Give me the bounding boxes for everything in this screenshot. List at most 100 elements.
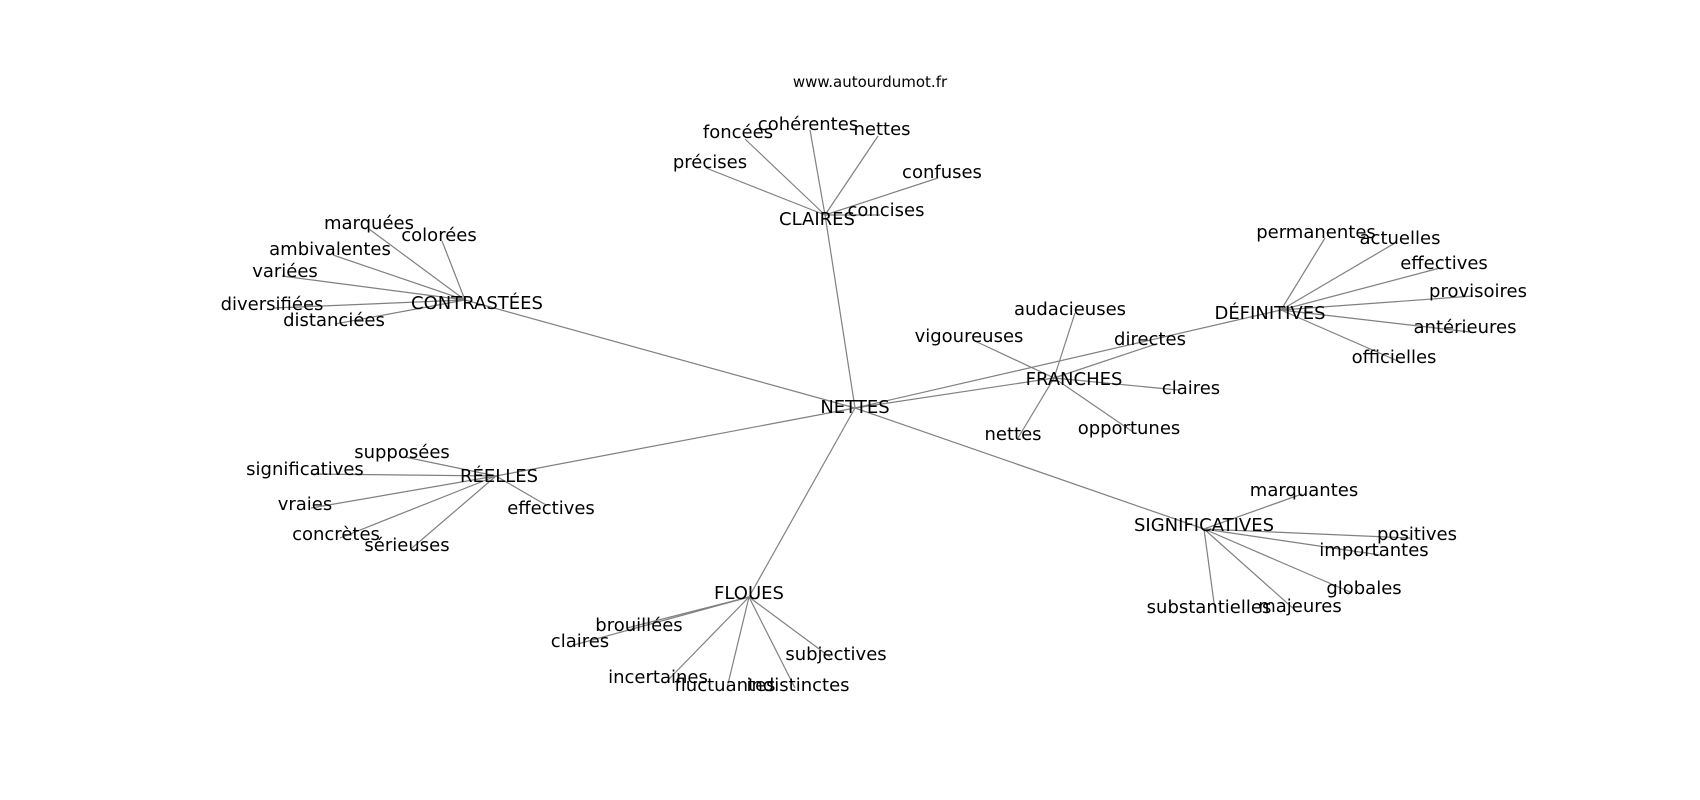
leaf-node: subjectives [785,644,886,665]
center-node: NETTES [820,397,889,418]
leaf-edge-1-4 [273,299,466,309]
hub-node: CONTRASTÉES [411,292,543,314]
leaf-edge-0-0 [705,167,826,216]
leaf-node: sérieuses [364,535,449,556]
graph-labels: NETTESCLAIRESprécisesfoncéescohérentesne… [221,114,1527,696]
leaf-edge-0-3 [824,135,879,216]
leaf-edge-3-3 [1053,377,1179,391]
leaf-node: effectives [507,498,595,519]
leaf-node: nettes [853,119,910,140]
leaf-node: directes [1114,329,1186,350]
leaf-node: supposées [354,442,450,463]
leaf-edge-2-3 [1280,295,1474,311]
leaf-edge-5-4 [1203,528,1296,611]
leaf-edge-6-5 [748,596,831,658]
leaf-node: positives [1377,524,1457,545]
leaf-edge-3-1 [974,340,1055,379]
leaf-edge-4-1 [310,473,497,477]
leaf-edge-3-4 [1053,377,1134,433]
leaf-node: colorées [401,225,476,246]
leaf-edge-1-5 [334,299,466,325]
leaf-node: nettes [984,424,1041,445]
leaf-edge-6-3 [726,596,750,689]
leaf-edge-3-5 [1017,377,1055,439]
leaf-node: substantielles [1147,597,1272,618]
leaf-node: effectives [1400,253,1488,274]
hub-edge-3 [854,377,1055,409]
hub-edge-6 [748,407,856,598]
hub-edge-1 [464,299,856,409]
hub-edge-5 [854,407,1205,530]
hub-node: DÉFINITIVES [1214,302,1325,324]
leaf-edge-1-0 [368,228,466,301]
hub-edge-4 [495,407,856,477]
leaf-edge-4-5 [495,475,547,506]
leaf-node: distanciées [283,310,385,331]
leaf-node: claires [1162,378,1220,399]
leaf-node: variées [252,261,318,282]
leaf-edge-4-3 [339,475,497,539]
leaf-edge-3-2 [1053,343,1157,379]
leaf-node: provisoires [1429,281,1527,302]
graph-edges [273,129,1474,689]
leaf-node: globales [1326,578,1401,599]
leaf-edge-2-0 [1280,237,1326,311]
leaf-node: actuelles [1360,228,1441,249]
leaf-node: indistinctes [746,675,849,696]
leaf-node: permanentes [1256,222,1376,243]
leaf-edge-2-2 [1280,267,1441,311]
leaf-node: cohérentes [758,114,858,135]
leaf-node: précises [673,152,747,173]
leaf-node: opportunes [1078,418,1181,439]
leaf-node: importantes [1319,540,1428,561]
leaf-node: significatives [246,459,364,480]
leaf-edge-5-3 [1203,528,1351,593]
leaf-node: vigoureuses [915,326,1024,347]
leaf-edge-6-1 [573,596,750,646]
leaf-edge-5-5 [1203,528,1216,611]
leaf-edge-5-1 [1203,528,1411,539]
leaf-node: confuses [902,162,982,183]
leaf-node: audacieuses [1014,299,1126,320]
leaf-edge-1-2 [332,254,466,301]
leaf-node: vraies [278,494,333,515]
leaf-node: marquées [324,213,414,234]
leaf-node: diversifiées [221,294,324,315]
leaf-node: majeures [1258,596,1342,617]
leaf-edge-0-1 [744,138,826,216]
leaf-node: officielles [1352,347,1437,368]
leaf-edge-5-2 [1203,528,1381,556]
leaf-edge-2-1 [1280,242,1396,311]
leaf-node: ambivalentes [269,239,391,260]
leaf-edge-1-1 [441,240,466,301]
leaf-edge-3-0 [1053,312,1076,379]
hub-edge-0 [824,214,856,409]
leaf-node: concrètes [292,524,380,545]
hub-edge-2 [854,309,1282,409]
leaf-edge-4-2 [310,475,497,509]
leaf-edge-4-4 [411,475,497,549]
leaf-edge-6-4 [748,596,796,689]
leaf-edge-1-3 [281,275,466,301]
hub-node: CLAIRES [779,209,855,230]
leaf-node: incertaines [608,667,708,688]
leaf-node: foncées [703,122,773,143]
leaf-node: antérieures [1414,317,1517,338]
leaf-edge-2-4 [1280,309,1471,333]
hub-node: FLOUES [714,583,784,604]
hub-node: SIGNIFICATIVES [1134,515,1274,536]
source-url: www.autourdumot.fr [793,73,948,91]
leaf-node: brouillées [595,615,682,636]
leaf-node: fluctuantes [674,675,775,696]
leaf-edge-6-2 [667,596,750,681]
leaf-node: concises [847,200,924,221]
leaf-edge-5-0 [1203,493,1303,530]
leaf-edge-4-0 [404,456,497,477]
leaf-edge-2-5 [1280,309,1401,363]
leaf-node: marquantes [1250,480,1358,501]
hub-node: FRANCHES [1026,369,1123,390]
hub-node: RÉELLES [460,465,538,487]
leaf-edge-0-4 [824,177,939,216]
leaf-edge-0-2 [809,129,826,216]
